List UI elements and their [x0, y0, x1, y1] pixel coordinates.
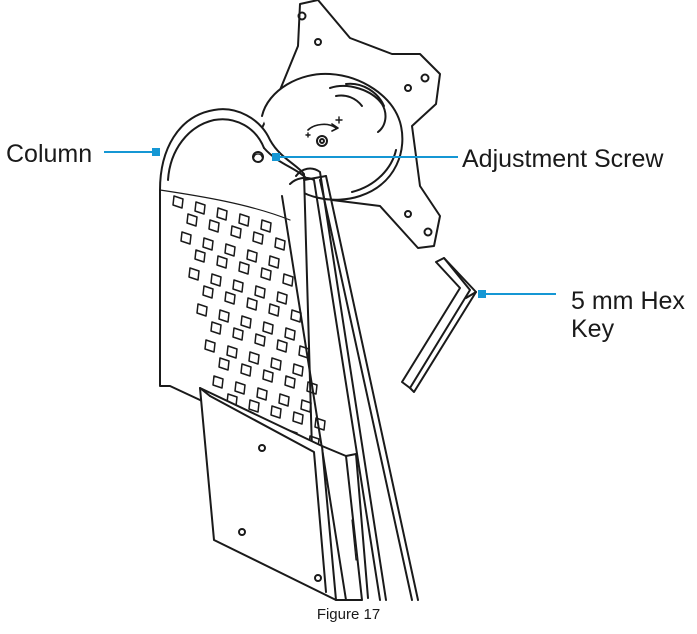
vent-slot — [270, 405, 282, 419]
vent-slot — [172, 195, 184, 209]
vent-slot — [268, 255, 280, 269]
vent-slot — [300, 399, 312, 413]
vent-slot — [196, 303, 208, 317]
vent-slot — [260, 267, 272, 281]
vent-slot — [298, 345, 310, 359]
vent-slot — [240, 315, 252, 329]
vent-slot — [270, 357, 282, 371]
vent-slot — [278, 393, 290, 407]
vent-slot — [248, 351, 260, 365]
vent-slot — [262, 369, 274, 383]
vent-slot — [232, 279, 244, 293]
vent-slot — [246, 297, 258, 311]
leader-column — [104, 148, 160, 156]
vent-slot — [230, 225, 242, 239]
leader-adjustment-screw — [272, 153, 458, 161]
vent-slot — [204, 339, 216, 353]
vent-slot — [254, 285, 266, 299]
vent-slot — [252, 231, 264, 245]
vent-slot — [246, 249, 258, 263]
leader-hex-key — [478, 290, 556, 298]
vent-slot — [276, 291, 288, 305]
vent-slot — [210, 321, 222, 335]
vent-slot — [180, 231, 192, 245]
vent-slot — [262, 321, 274, 335]
vent-slot — [284, 375, 296, 389]
vent-slot — [240, 363, 252, 377]
vent-slot — [194, 201, 206, 215]
vent-slot — [314, 417, 326, 431]
adjustment-screw-label: Adjustment Screw — [462, 145, 664, 173]
vent-slot — [226, 345, 238, 359]
vent-slot — [224, 243, 236, 257]
vent-slot — [232, 327, 244, 341]
vent-slot — [186, 213, 198, 227]
vent-slot — [208, 219, 220, 233]
vent-slot — [268, 303, 280, 317]
vent-slot — [194, 249, 206, 263]
vent-slot — [292, 411, 304, 425]
column-label: Column — [6, 140, 93, 168]
vent-slot — [212, 375, 224, 389]
vent-slot — [248, 399, 260, 413]
vent-slot — [218, 309, 230, 323]
vent-slot — [292, 363, 304, 377]
vent-slot — [284, 327, 296, 341]
vent-slot — [218, 357, 230, 371]
vent-slot — [234, 381, 246, 395]
vent-slot — [260, 219, 272, 233]
vent-slot — [224, 291, 236, 305]
bracket-plate — [199, 387, 369, 601]
vent-slot — [274, 237, 286, 251]
vent-slot — [254, 333, 266, 347]
vent-slot — [238, 261, 250, 275]
hex-key-illustration — [401, 257, 477, 393]
vent-slot — [276, 339, 288, 353]
vent-slot — [188, 267, 200, 281]
column-body — [159, 108, 313, 451]
vent-slot — [202, 285, 214, 299]
hex-key-label: 5 mm Hex Key — [571, 287, 685, 343]
vent-slot — [256, 387, 268, 401]
vent-slot — [306, 381, 318, 395]
vent-slot — [202, 237, 214, 251]
vent-slot — [210, 273, 222, 287]
vent-slot — [282, 273, 294, 287]
vent-slot — [216, 207, 228, 221]
vent-slot — [290, 309, 302, 323]
figure-caption: Figure 17 — [316, 606, 381, 623]
column-rail — [281, 167, 419, 601]
vent-slot — [216, 255, 228, 269]
vent-slot — [238, 213, 250, 227]
